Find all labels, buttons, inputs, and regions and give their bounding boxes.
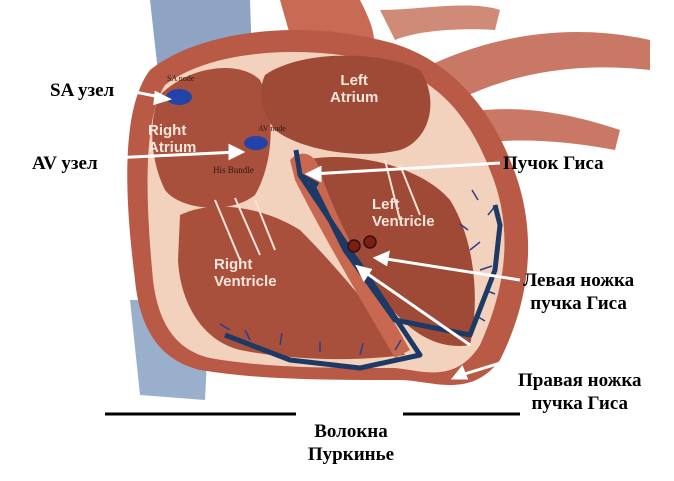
left-atrium-chamber bbox=[261, 55, 431, 154]
left-bundle-annotation-line1: Левая ножка bbox=[523, 270, 635, 291]
arrow-his bbox=[311, 161, 501, 176]
left-ventricle-label-line1: Left bbox=[372, 196, 400, 213]
sa-node-small-label: SA node bbox=[167, 74, 195, 83]
bundle-his-annotation: Пучок Гиса bbox=[503, 153, 604, 174]
arrow-right-bundle bbox=[361, 268, 471, 347]
left-ventricle-chamber bbox=[305, 156, 475, 346]
right-bundle-annotation: Правая ножка пучка Гиса bbox=[518, 369, 642, 415]
his-bundle-small-label: His Bundle bbox=[213, 165, 254, 175]
arrow-av bbox=[109, 150, 239, 160]
purkinje-annotation-line1: Волокна bbox=[314, 421, 388, 442]
right-ventricle-chamber bbox=[178, 206, 405, 360]
av-node-annotation: AV узел bbox=[32, 153, 98, 174]
pointer-arrows bbox=[109, 88, 521, 380]
sa-node-annotation: SA узел bbox=[50, 80, 115, 101]
arrow-left-bundle bbox=[379, 256, 521, 282]
bundle-marker-2 bbox=[363, 235, 377, 249]
av-node-small-label: AV node bbox=[258, 124, 286, 133]
arrow-purkinje bbox=[457, 358, 511, 378]
valve-chordae bbox=[214, 159, 421, 261]
purkinje-branches bbox=[219, 189, 497, 356]
right-bundle-annotation-line1: Правая ножка bbox=[518, 370, 642, 391]
right-bundle-annotation-line2: пучка Гиса bbox=[531, 393, 629, 414]
right-atrium-label-line2: Atrium bbox=[148, 139, 197, 156]
av-node-marker bbox=[244, 136, 268, 150]
left-ventricle-label: Left Ventricle bbox=[372, 196, 435, 230]
right-ventricle-label-line2: Ventricle bbox=[214, 273, 277, 290]
left-ventricle-label-line2: Ventricle bbox=[372, 213, 435, 230]
pulmonary-artery-left bbox=[380, 5, 500, 40]
right-atrium-label: Right Atrium bbox=[148, 122, 196, 156]
pulmonary-artery-right bbox=[420, 31, 650, 110]
left-atrium-label-line1: Left bbox=[340, 72, 368, 89]
right-atrium-label-line1: Right bbox=[148, 122, 187, 139]
left-bundle-annotation-line2: пучка Гиса bbox=[530, 293, 627, 314]
left-atrium-label: Left Atrium bbox=[330, 72, 378, 106]
purkinje-annotation: Волокна Пуркинье bbox=[296, 420, 406, 466]
left-bundle-branch-path bbox=[307, 178, 503, 338]
sa-node-marker bbox=[166, 89, 192, 105]
right-ventricle-label-line1: Right bbox=[214, 256, 253, 273]
left-bundle-annotation: Левая ножка пучка Гиса bbox=[523, 269, 634, 315]
right-ventricle-label: Right Ventricle bbox=[214, 256, 277, 290]
left-atrium-label-line2: Atrium bbox=[330, 89, 379, 106]
bundle-marker-1 bbox=[347, 239, 361, 253]
purkinje-annotation-line2: Пуркинье bbox=[307, 444, 395, 465]
